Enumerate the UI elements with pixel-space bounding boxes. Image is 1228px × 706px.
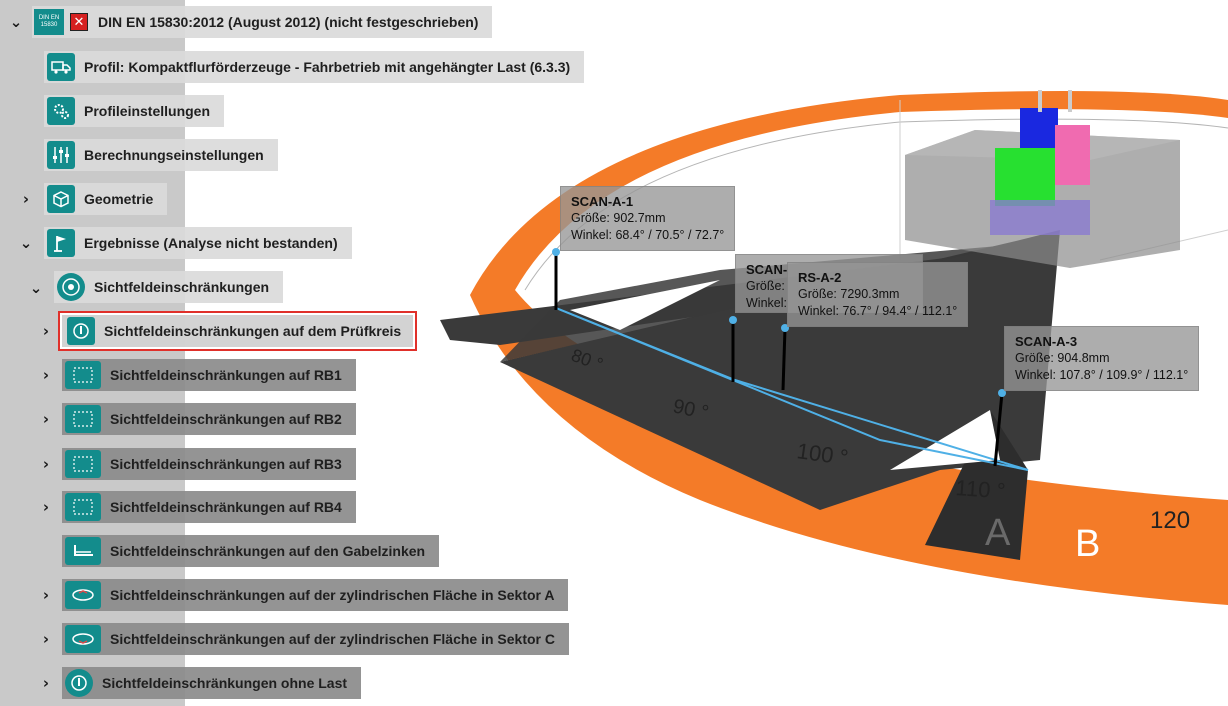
tree-item-label: Sichtfeldeinschränkungen auf RB2 (110, 411, 342, 427)
chevron-down-icon[interactable]: ⌄ (19, 234, 33, 252)
chevron-right-icon[interactable]: › (42, 674, 50, 692)
tree-item-sector-a[interactable]: Sichtfeldeinschränkungen auf der zylindr… (62, 579, 569, 611)
badge-text: 15830 (40, 22, 58, 28)
eye-icon (57, 273, 85, 301)
chevron-right-icon[interactable]: › (42, 322, 50, 340)
tree-item-calc-settings[interactable]: Berechnungseinstellungen (44, 139, 278, 171)
chevron-right-icon[interactable]: › (42, 366, 50, 384)
tree-item-geometry[interactable]: Geometrie (44, 183, 168, 215)
tooltip-angle: Winkel: 107.8° / 109.9° / 112.1° (1015, 368, 1189, 382)
tree-item-label: Berechnungseinstellungen (84, 147, 264, 163)
chevron-right-icon[interactable]: › (42, 410, 50, 428)
tree-item-results[interactable]: Ergebnisse (Analyse nicht bestanden) (44, 227, 352, 259)
tooltip-scan-a3: SCAN-A-3 Größe: 904.8mm Winkel: 107.8° /… (1004, 326, 1200, 391)
tree-item-label: Sichtfeldeinschränkungen auf dem Prüfkre… (104, 323, 402, 339)
tree-item-rb4[interactable]: Sichtfeldeinschränkungen auf RB4 (62, 491, 356, 523)
tooltip-angle: Winkel: (746, 296, 787, 310)
chevron-right-icon[interactable]: › (42, 630, 50, 648)
tooltip-size: Größe: (746, 279, 785, 293)
tree-item-label: Profileinstellungen (84, 103, 211, 119)
sliders-icon (47, 141, 75, 169)
tree-item-rb3[interactable]: Sichtfeldeinschränkungen auf RB3 (62, 448, 356, 480)
chevron-down-icon[interactable]: ⌄ (9, 13, 23, 31)
test-circle-icon (67, 317, 95, 345)
tree-item-no-load[interactable]: Sichtfeldeinschränkungen ohne Last (62, 667, 362, 699)
tree-item-label: Sichtfeldeinschränkungen auf RB1 (110, 367, 342, 383)
chevron-right-icon[interactable]: › (42, 498, 50, 516)
tooltip-size: Größe: 7290.3mm (798, 287, 900, 301)
badge-text: DIN EN (38, 15, 60, 21)
tree-item-profile[interactable]: Profil: Kompaktflurförderzeuge - Fahrbet… (44, 51, 585, 83)
tooltip-title: SCAN-A-3 (1015, 334, 1078, 349)
rectangle-boundary-icon (65, 450, 101, 478)
tooltip-scan-a1: SCAN-A-1 Größe: 902.7mm Winkel: 68.4° / … (560, 186, 736, 251)
tooltip-rs-a2: RS-A-2 Größe: 7290.3mm Winkel: 76.7° / 9… (787, 262, 969, 327)
tree-item-sector-c[interactable]: Sichtfeldeinschränkungen auf der zylindr… (62, 623, 569, 655)
sector-label-a: A (985, 512, 1011, 554)
gears-icon (47, 97, 75, 125)
tooltip-title: RS-A-2 (798, 270, 842, 285)
rectangle-boundary-icon (65, 405, 101, 433)
tree-item-label: Sichtfeldeinschränkungen ohne Last (102, 675, 348, 691)
tree-item-test-circle[interactable]: Sichtfeldeinschränkungen auf dem Prüfkre… (58, 311, 418, 351)
tooltip-angle: Winkel: 68.4° / 70.5° / 72.7° (571, 228, 725, 242)
tree-item-label: DIN EN 15830:2012 (August 2012) (nicht f… (98, 14, 479, 30)
tooltip-angle: Winkel: 76.7° / 94.4° / 112.1° (798, 304, 958, 318)
no-load-icon (65, 669, 93, 697)
tree-item-visibility[interactable]: Sichtfeldeinschränkungen (54, 271, 284, 303)
tooltip-size: Größe: 902.7mm (571, 211, 666, 225)
ring-tick-label: 120 (1150, 507, 1190, 534)
chevron-down-icon[interactable]: ⌄ (29, 279, 43, 297)
tree-item-label: Profil: Kompaktflurförderzeuge - Fahrbet… (84, 59, 571, 75)
chevron-right-icon[interactable]: › (22, 190, 30, 208)
tooltip-title: SCAN- (746, 262, 788, 277)
chevron-right-icon[interactable]: › (42, 586, 50, 604)
sector-label-b: B (1075, 523, 1100, 565)
tree-item-label: Sichtfeldeinschränkungen auf der zylindr… (110, 587, 555, 603)
truck-icon (47, 53, 75, 81)
rectangle-boundary-icon (65, 493, 101, 521)
tree-item-label: Sichtfeldeinschränkungen auf RB4 (110, 499, 342, 515)
tree-item-profile-settings[interactable]: Profileinstellungen (44, 95, 225, 127)
tree-item-standard[interactable]: DIN EN 15830 ✕ DIN EN 15830:2012 (August… (32, 6, 493, 38)
cylinder-icon (65, 581, 101, 609)
shadow-wedge-3 (925, 410, 1028, 560)
standard-badge-icon: DIN EN 15830 (34, 9, 64, 35)
cylinder-icon (65, 625, 101, 653)
tree-item-rb2[interactable]: Sichtfeldeinschränkungen auf RB2 (62, 403, 356, 435)
chevron-right-icon[interactable]: › (42, 455, 50, 473)
tooltip-size: Größe: 904.8mm (1015, 351, 1110, 365)
tree-item-label: Ergebnisse (Analyse nicht bestanden) (84, 235, 338, 251)
tree-item-label: Geometrie (84, 191, 154, 207)
tree-item-label: Sichtfeldeinschränkungen auf der zylindr… (110, 631, 555, 647)
tooltip-title: SCAN-A-1 (571, 194, 634, 209)
tree-item-label: Sichtfeldeinschränkungen auf den Gabelzi… (110, 543, 426, 559)
flag-icon (47, 229, 75, 257)
tree-item-rb1[interactable]: Sichtfeldeinschränkungen auf RB1 (62, 359, 356, 391)
tree-item-forks[interactable]: Sichtfeldeinschränkungen auf den Gabelzi… (62, 535, 440, 567)
tree-item-label: Sichtfeldeinschränkungen (94, 279, 270, 295)
failed-icon: ✕ (70, 13, 88, 31)
cube-icon (47, 185, 75, 213)
sector-label-c: C (423, 271, 461, 310)
ring-tick-label: 110 ° (955, 475, 1007, 503)
fork-icon (65, 537, 101, 565)
rectangle-boundary-icon (65, 361, 101, 389)
tree-item-label: Sichtfeldeinschränkungen auf RB3 (110, 456, 342, 472)
